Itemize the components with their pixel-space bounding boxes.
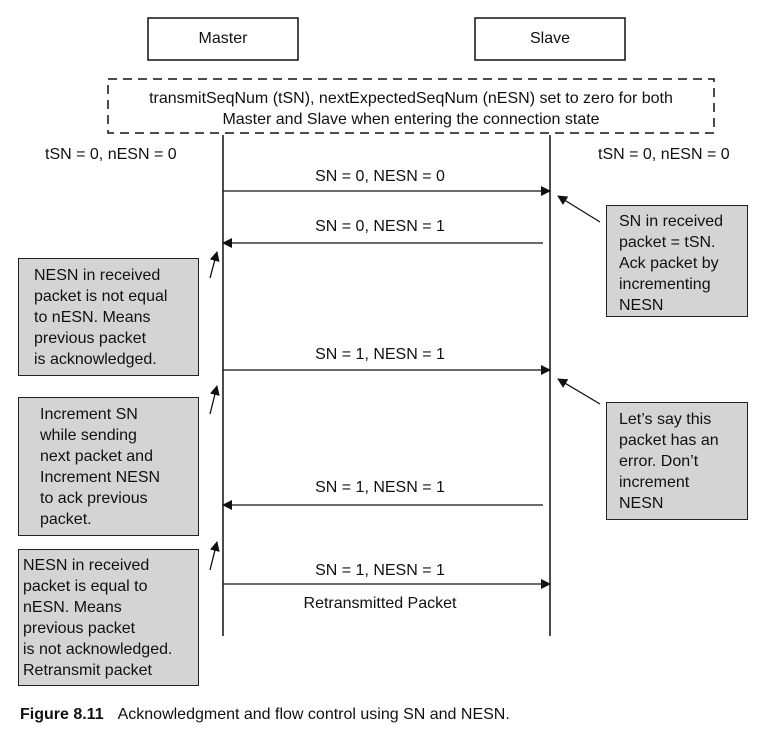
left-note-3: NESN in received packet is equal to nESN… — [18, 549, 199, 686]
message-label-1: SN = 0, NESN = 0 — [315, 168, 445, 185]
note-line: Ack packet by — [619, 255, 719, 272]
left-note-pointer-1 — [209, 251, 220, 279]
note-line: NESN — [619, 297, 664, 314]
banner-line-2: Master and Slave when entering the conne… — [222, 111, 599, 128]
note-line: is acknowledged. — [34, 351, 157, 368]
note-line: to ack previous — [40, 490, 148, 507]
note-line: Increment SN — [40, 406, 138, 423]
left-note-pointer-2 — [209, 385, 220, 415]
left-note-pointer-3 — [209, 541, 220, 571]
message-label-5: SN = 1, NESN = 1 — [315, 562, 445, 579]
connection-state-banner — [107, 78, 715, 134]
note-line: while sending — [40, 427, 137, 444]
message-label-4: SN = 1, NESN = 1 — [315, 479, 445, 496]
note-line: NESN in received — [34, 267, 161, 284]
note-line: previous packet — [23, 620, 136, 637]
figure-number: Figure 8.11 — [20, 706, 104, 723]
note-line: Let’s say this — [619, 411, 712, 428]
right-note-1: SN in received packet = tSN. Ack packet … — [606, 205, 748, 317]
master-initial-state: tSN = 0, nESN = 0 — [45, 146, 177, 163]
message-label-2: SN = 0, NESN = 1 — [315, 218, 445, 235]
figure-caption: Figure 8.11 Acknowledgment and flow contr… — [20, 706, 510, 724]
note-line: increment — [619, 474, 690, 491]
note-line: previous packet — [34, 330, 147, 347]
note-line: packet is equal to — [23, 578, 148, 595]
master-box — [147, 17, 299, 61]
right-note-pointer-2 — [557, 378, 601, 405]
note-line: error. Don’t — [619, 453, 699, 470]
note-line: NESN in received — [23, 557, 150, 574]
note-line: packet = tSN. — [619, 234, 716, 251]
note-line: NESN — [619, 495, 664, 512]
slave-box — [474, 17, 626, 61]
banner-line-1: transmitSeqNum (tSN), nextExpectedSeqNum… — [149, 90, 673, 107]
note-line: packet is not equal — [34, 288, 168, 305]
slave-initial-state: tSN = 0, nESN = 0 — [598, 146, 730, 163]
note-line: packet. — [40, 511, 92, 528]
note-line: packet has an — [619, 432, 719, 449]
left-note-2: Increment SN while sending next packet a… — [18, 397, 199, 536]
note-line: to nESN. Means — [34, 309, 151, 326]
right-note-pointer-1 — [557, 195, 601, 223]
note-line: next packet and — [40, 448, 153, 465]
note-line: is not acknowledged. — [23, 641, 173, 658]
left-note-1: NESN in received packet is not equal to … — [18, 258, 199, 376]
figure-caption-text: Acknowledgment and flow control using SN… — [117, 706, 510, 723]
slave-label: Slave — [530, 30, 570, 47]
master-label: Master — [199, 30, 249, 47]
right-note-2: Let’s say this packet has an error. Don’… — [606, 402, 748, 520]
message-label-3: SN = 1, NESN = 1 — [315, 346, 445, 363]
note-line: incrementing — [619, 276, 711, 293]
note-line: Increment NESN — [40, 469, 161, 486]
note-line: Retransmit packet — [23, 662, 152, 679]
message-sublabel-5: Retransmitted Packet — [304, 595, 458, 612]
note-line: nESN. Means — [23, 599, 122, 616]
note-line: SN in received — [619, 213, 724, 230]
